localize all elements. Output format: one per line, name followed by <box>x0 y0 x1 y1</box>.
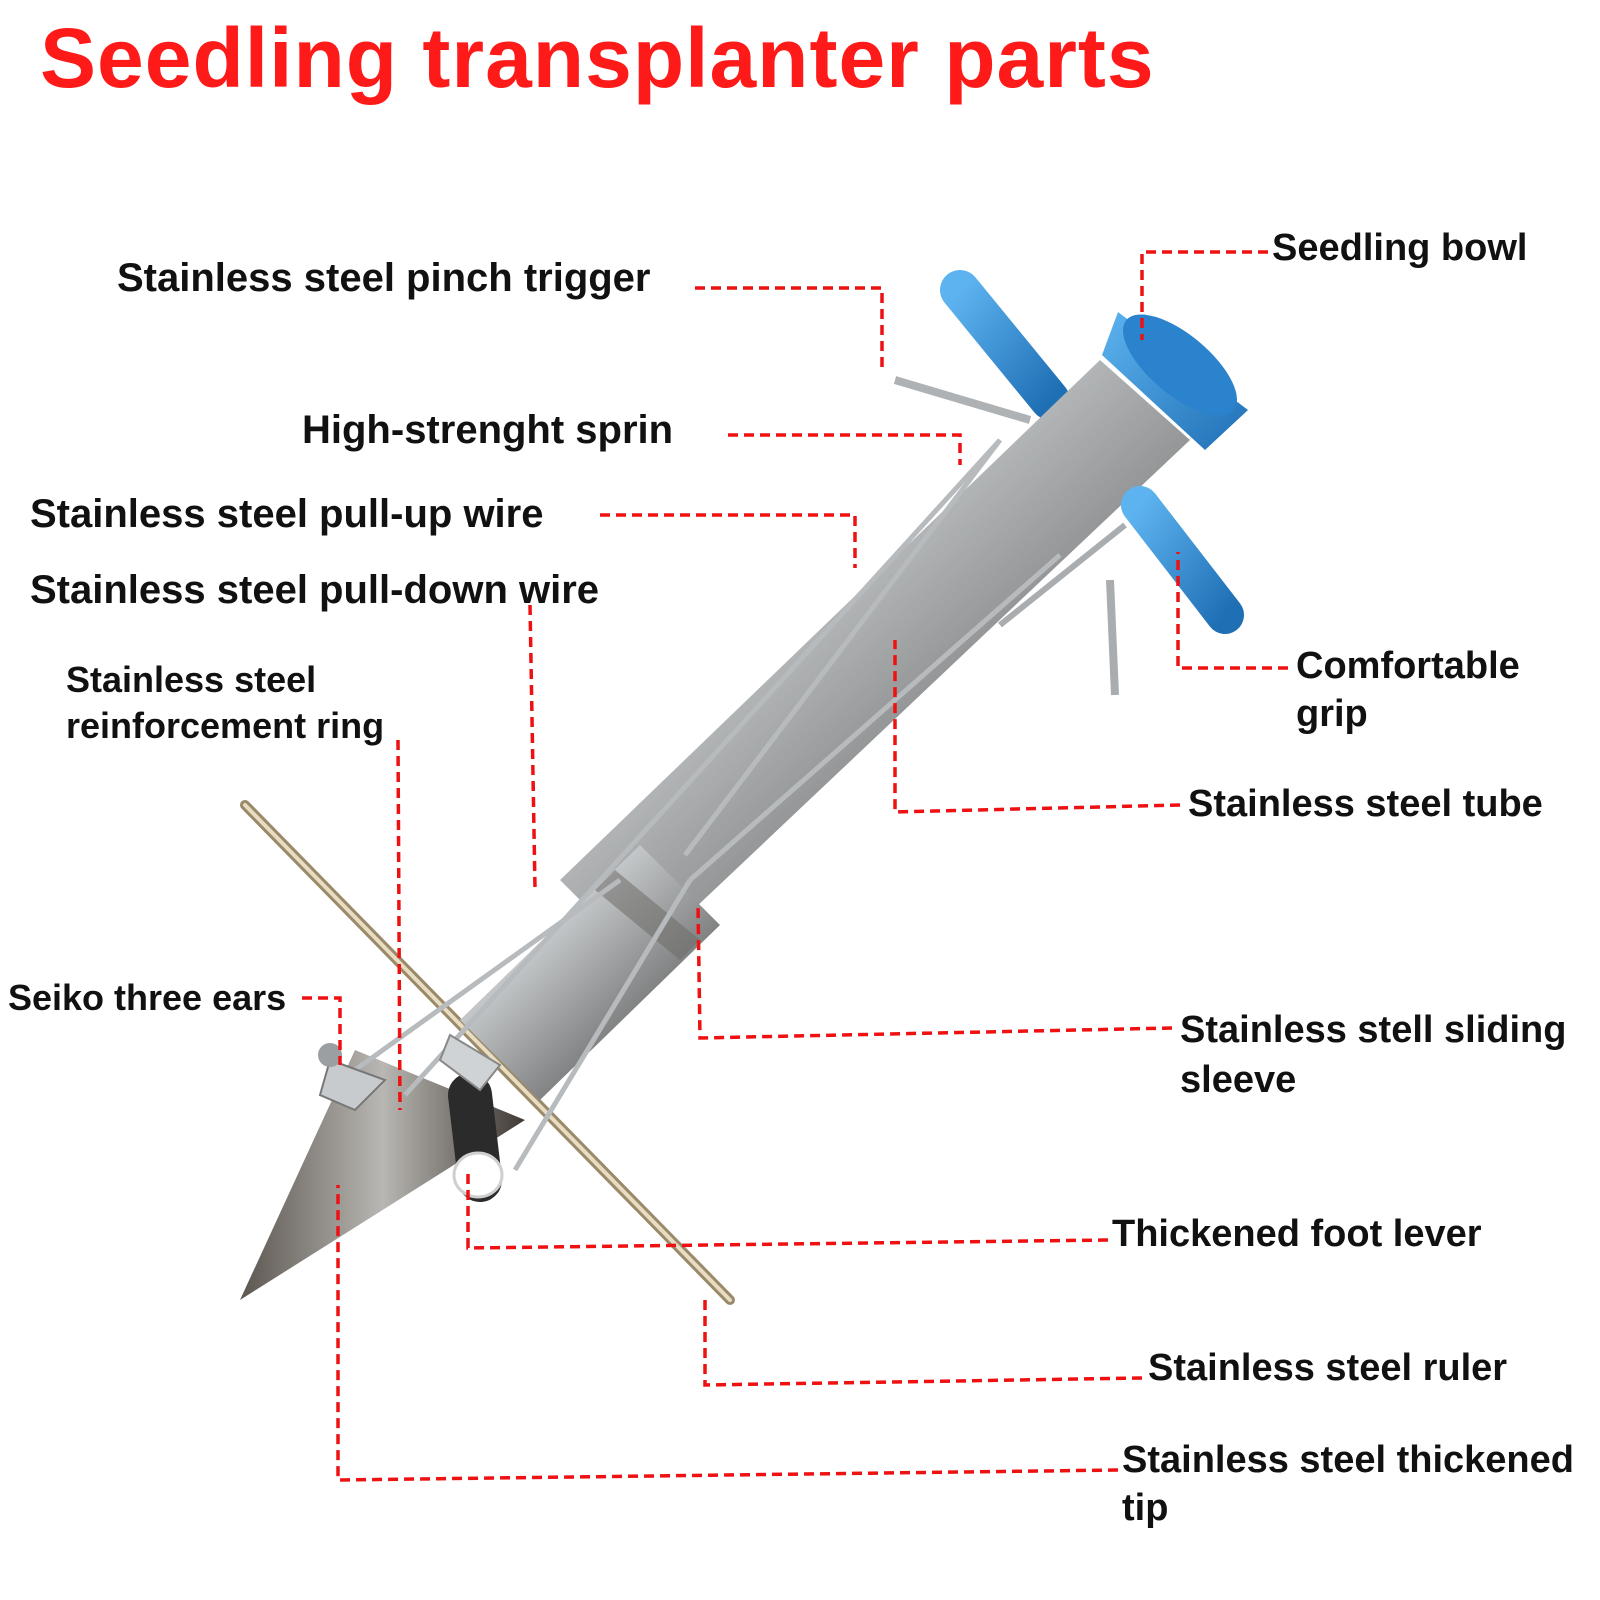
leader-pinch-trigger <box>695 286 884 372</box>
leader-pull-down-wire <box>528 604 537 889</box>
leader-pull-up-wire <box>600 513 857 568</box>
ears-and-lever <box>318 1033 504 1202</box>
label-sliding-sleeve-line2: sleeve <box>1180 1059 1297 1101</box>
page-title: Seedling transplanter parts <box>40 11 1155 105</box>
label-seedling-bowl: Seedling bowl <box>1272 227 1528 269</box>
label-pull-up-wire: Stainless steel pull-up wire <box>30 492 544 536</box>
leader-seiko-ears <box>302 996 342 1065</box>
label-comfortable-grip-line1: Comfortable <box>1296 645 1520 687</box>
leader-spring <box>728 433 962 465</box>
label-tip-line2: tip <box>1122 1487 1169 1529</box>
label-ruler: Stainless steel ruler <box>1148 1347 1508 1389</box>
ruler-rod <box>240 800 735 1305</box>
leader-lines <box>302 250 1288 1482</box>
leader-seedling-bowl <box>1140 250 1268 340</box>
leader-reinforcement-ring <box>396 739 402 1111</box>
leader-sliding-sleeve <box>696 904 1173 1040</box>
label-pull-down-wire: Stainless steel pull-down wire <box>30 568 600 612</box>
upper-handle <box>893 270 1070 424</box>
label-pinch-trigger: Stainless steel pinch trigger <box>117 256 651 300</box>
label-spring: High-strenght sprin <box>302 408 674 452</box>
leader-comfortable-grip <box>1176 552 1288 670</box>
label-tip-line1: Stainless steel thickened <box>1122 1439 1574 1481</box>
label-foot-lever: Thickened foot lever <box>1112 1213 1482 1255</box>
label-tube: Stainless steel tube <box>1188 783 1543 825</box>
seedling-bowl-shape <box>1102 312 1248 450</box>
label-reinforcement-ring-line2: reinforcement ring <box>66 705 385 746</box>
lower-grip <box>998 486 1244 696</box>
leader-tip <box>336 1185 1119 1482</box>
label-sliding-sleeve-line1: Stainless stell sliding <box>1180 1009 1567 1051</box>
label-seiko-ears: Seiko three ears <box>8 977 287 1018</box>
label-reinforcement-ring-line1: Stainless steel <box>66 659 317 700</box>
label-comfortable-grip-line2: grip <box>1296 693 1368 735</box>
leader-ruler <box>703 1295 1143 1387</box>
wires <box>353 438 1062 1172</box>
leader-foot-lever <box>466 1168 1109 1250</box>
